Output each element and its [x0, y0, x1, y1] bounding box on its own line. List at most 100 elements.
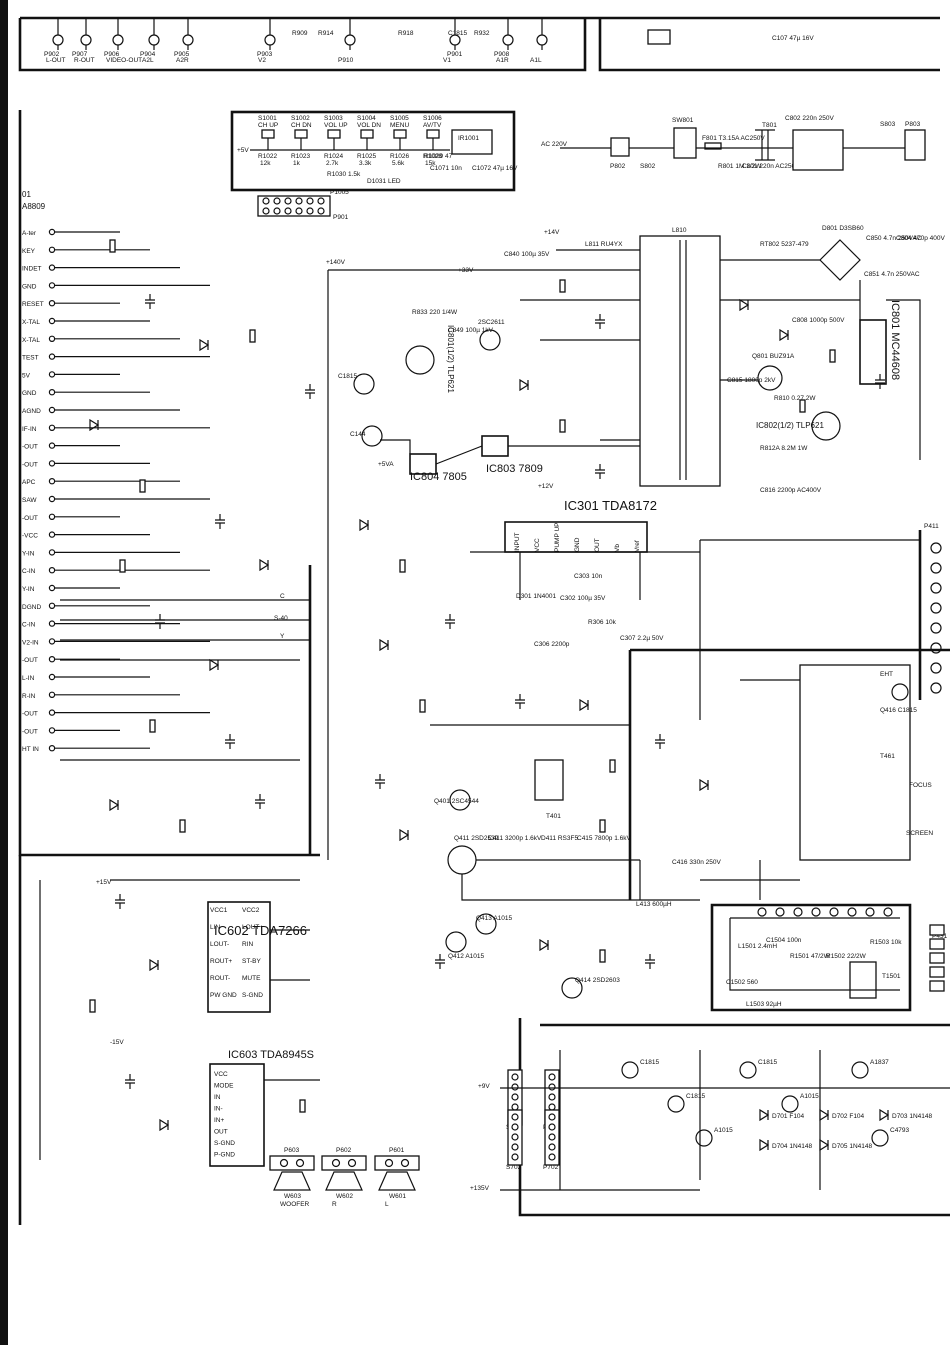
jack-label-8: A1R — [496, 57, 509, 64]
vertical-deflection: IC301 TDA8172 IC301 TDA8172 INPUTVCCPUMP… — [470, 498, 920, 720]
jack-9 — [536, 34, 548, 46]
speaker-pin-a-1 — [331, 1158, 341, 1168]
mcu-pin-0 — [48, 228, 56, 236]
c1502-label: C1502 560 — [726, 979, 758, 986]
rgb-pin-7 — [883, 907, 893, 917]
ic602-chip — [207, 901, 271, 1013]
mcu-pin-label-6: X-TAL — [22, 337, 40, 344]
diode-41 — [149, 958, 160, 972]
mcu-pin-label-8: 5V — [22, 372, 31, 379]
q411-transistor — [447, 845, 477, 875]
edge-pin-b-2 — [929, 952, 945, 964]
capacitor-43 — [125, 1074, 135, 1089]
r812-label: R812A 8.2M 1W — [760, 445, 808, 452]
diode-26 — [699, 778, 710, 792]
jack-2 — [112, 34, 124, 46]
mcu-pin-28 — [48, 727, 56, 734]
r1503-label: R1503 10k — [870, 939, 902, 946]
speaker-icon-2 — [378, 1171, 416, 1191]
ic804-label: IC804 7805 — [410, 471, 467, 483]
q401-transistor — [449, 789, 471, 811]
mcu-pin-27 — [48, 709, 56, 716]
mcu-pin-1 — [48, 246, 56, 253]
kc-pin-top-4 — [306, 197, 314, 205]
crt-transistor-3 — [739, 1061, 757, 1079]
mcu-pin-label-3: GND — [22, 283, 37, 290]
ic801-chip — [859, 319, 887, 385]
ic301-pin-4: OUT — [594, 538, 601, 552]
eht-label: EHT — [880, 671, 893, 678]
crt-diode-label-2: D703 1N4148 — [892, 1113, 932, 1120]
key-val-1: 1k — [293, 160, 301, 167]
l413-label: L413 600µH — [636, 901, 672, 908]
q831-transistor — [353, 373, 375, 395]
mcu-pin-6 — [48, 335, 56, 342]
crt-rail-9v: +9V — [478, 1083, 490, 1090]
mcu-pin-12 — [48, 442, 56, 449]
t461-label: T461 — [880, 753, 895, 760]
s40-signal-label: S-40 — [274, 615, 288, 622]
jack-6 — [344, 34, 356, 46]
capacitor-10 — [155, 614, 165, 629]
edge-pin-7 — [930, 682, 942, 694]
crt-transistor-5 — [871, 1129, 889, 1147]
ir-label: IR1001 — [458, 135, 479, 142]
capacitor-31 — [595, 314, 605, 329]
c1504-label: C1504 100n — [766, 937, 802, 944]
crt-conn-pin-2-2 — [511, 1133, 519, 1141]
mcu-pin-25 — [48, 673, 56, 681]
diode-38 — [739, 298, 750, 312]
ic301-pin-0: INPUT — [514, 532, 521, 552]
mcu-pin-label-21: DGND — [22, 604, 41, 611]
jack-5 — [264, 34, 276, 46]
key-res-1: R1023 — [291, 153, 311, 160]
q411-label: Q411 2SD2539 — [454, 835, 499, 842]
bridge-label: D801 D3SB60 — [822, 225, 864, 232]
led-label: D1031 LED — [367, 178, 401, 185]
crt-conn-pin-2-3 — [511, 1143, 519, 1151]
crt-conn-pin-3-0 — [548, 1113, 556, 1121]
ic603-pin-3: IN- — [214, 1106, 223, 1113]
jack-id-3: P904 — [140, 51, 156, 58]
q412-transistor — [445, 931, 467, 953]
mcu-pin-9 — [48, 389, 56, 396]
crt-transistor-label-5: C4793 — [890, 1127, 910, 1134]
screen-label: SCREEN — [906, 830, 933, 837]
p1005-label: P1005 — [330, 189, 349, 196]
ic602-pin-3: LOUT+ — [242, 924, 263, 931]
crt-transistor-label-3: C1815 — [758, 1059, 778, 1066]
ic603-pin-1: MODE — [214, 1083, 234, 1090]
capacitor-37 — [875, 374, 885, 389]
diode-29 — [399, 828, 410, 842]
ic602-pin-5: RIN — [242, 941, 254, 948]
key-switch-1 — [294, 129, 308, 139]
crt-transistor-label-4: A1015 — [800, 1093, 819, 1100]
ic603-pin-0: VCC — [214, 1071, 228, 1078]
c851-label: C851 4.7n 250VAC — [864, 271, 920, 278]
key-val-4: 5.6k — [392, 160, 405, 167]
crt-transistor-6 — [851, 1061, 869, 1079]
key-switch-2 — [327, 129, 341, 139]
mcu-pin-15 — [48, 495, 56, 503]
secondary-supply: +14V +33V +140V +12V +5VA L811 RU4YX IC8… — [326, 229, 640, 860]
crt-conn-pin-2-0 — [511, 1113, 519, 1121]
diode-11 — [209, 658, 220, 672]
resistor-24 — [609, 759, 616, 773]
mcu-block: 01 A8809 A-terKEYINDETGNDRESETX-TALX-TAL… — [22, 190, 210, 753]
diode-14 — [109, 798, 120, 812]
speaker-label-0: WOOFER — [280, 1201, 310, 1208]
r801-label: R801 1M 1/2W — [718, 163, 762, 170]
c808-label: C808 1000p 500V — [792, 317, 845, 324]
resistor-12 — [149, 719, 156, 733]
c416-label: C416 330n 250V — [672, 859, 721, 866]
ir-receiver — [451, 129, 493, 155]
kc-pin-top-1 — [273, 197, 281, 205]
q413-label: Q413 A1015 — [476, 915, 513, 922]
capacitor-13 — [225, 734, 235, 749]
speaker-id-0: W603 — [284, 1193, 301, 1200]
mcu-pin-26 — [48, 691, 56, 699]
speaker-conn-2: P601 — [389, 1147, 405, 1154]
capacitor-49 — [645, 954, 655, 969]
jack-id-2: P906 — [104, 51, 120, 58]
